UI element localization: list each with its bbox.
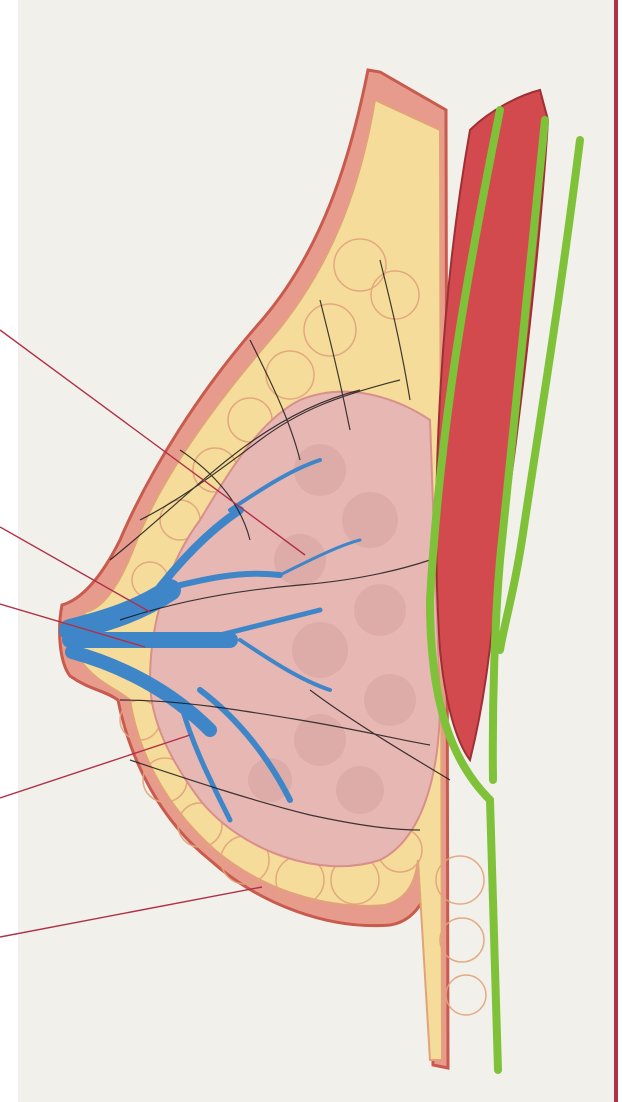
right-frame-border — [614, 0, 622, 1102]
